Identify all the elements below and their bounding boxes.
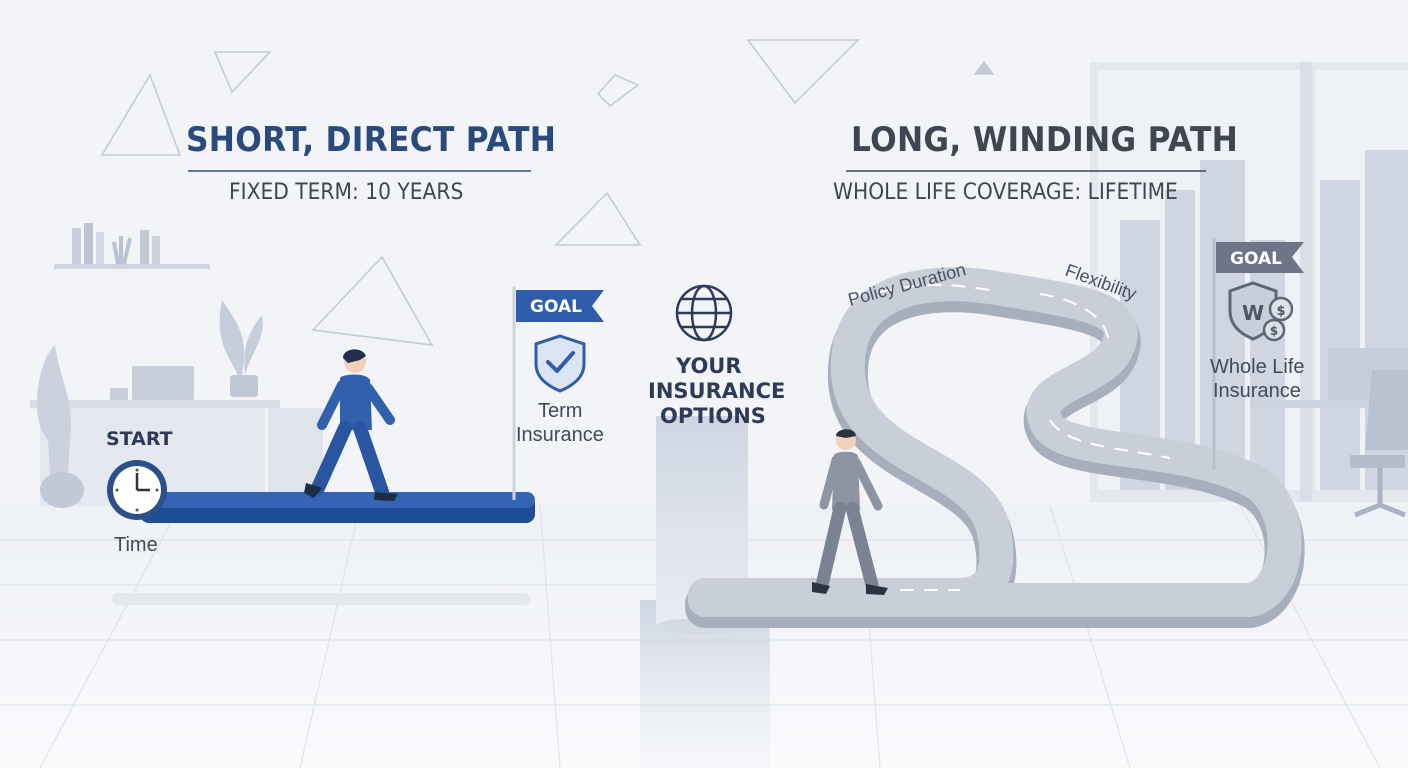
svg-text:W: W bbox=[1242, 301, 1264, 325]
left-heading: SHORT, DIRECT PATH bbox=[186, 120, 557, 160]
svg-text:$: $ bbox=[1270, 324, 1278, 338]
left-office-background bbox=[30, 223, 323, 508]
svg-text:$: $ bbox=[1276, 304, 1285, 319]
winding-path bbox=[685, 267, 1305, 628]
term-insurance-line2: Insurance bbox=[516, 424, 604, 446]
person-walking-icon bbox=[304, 349, 398, 501]
short-path bbox=[112, 492, 535, 605]
globe-icon bbox=[675, 284, 733, 342]
shield-w-dollar-icon: W $ $ bbox=[1228, 281, 1294, 342]
decorative-triangles bbox=[100, 39, 995, 346]
left-goal-flag-text: GOAL bbox=[530, 297, 582, 317]
goal-flag-icon bbox=[512, 286, 604, 500]
right-goal-flag-text: GOAL bbox=[1230, 249, 1282, 269]
center-line2: INSURANCE bbox=[648, 379, 786, 403]
right-subheading: WHOLE LIFE COVERAGE: LIFETIME bbox=[833, 180, 1178, 205]
clock-icon bbox=[107, 460, 167, 520]
right-heading: LONG, WINDING PATH bbox=[851, 120, 1239, 160]
center-line3: OPTIONS bbox=[660, 404, 766, 428]
right-office-background bbox=[1090, 62, 1408, 518]
term-insurance-line1: Term bbox=[538, 400, 583, 422]
person-walking-gray-icon bbox=[812, 429, 888, 595]
goal-flag-gray-icon bbox=[1212, 238, 1304, 470]
shield-check-icon bbox=[534, 334, 586, 393]
center-line1: YOUR bbox=[676, 354, 742, 378]
whole-life-line2: Insurance bbox=[1213, 380, 1301, 402]
time-label: Time bbox=[114, 534, 158, 556]
start-label: START bbox=[106, 428, 173, 450]
left-subheading: FIXED TERM: 10 YEARS bbox=[229, 180, 464, 205]
whole-life-line1: Whole Life bbox=[1210, 356, 1305, 378]
